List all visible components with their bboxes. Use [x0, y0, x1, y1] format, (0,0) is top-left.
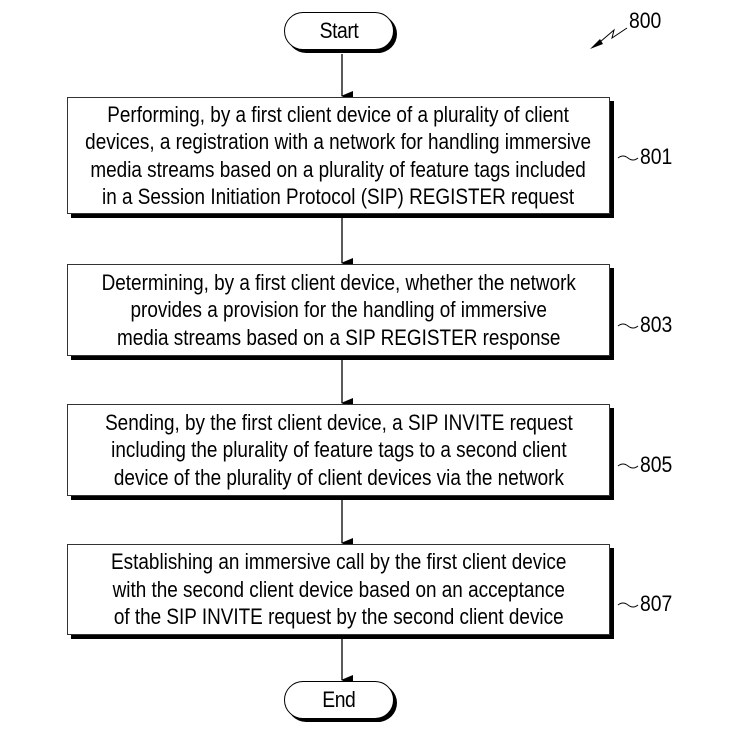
step-807-box: Establishing an immersive call by the fi…: [67, 544, 610, 635]
step-805-line-1: Sending, by the first client device, a S…: [104, 409, 573, 435]
step-805-text: Sending, by the first client device, a S…: [105, 409, 573, 492]
step-803-text: Determining, by a first client device, w…: [101, 269, 575, 352]
step-807-text: Establishing an immersive call by the fi…: [111, 548, 566, 631]
step-801-line-2: devices, a registration with a network f…: [85, 129, 592, 154]
step-803-line-2: provides a provision for the handling of…: [130, 297, 547, 323]
figure-800-arrow-icon: [590, 27, 628, 49]
start-label: Start: [319, 18, 359, 43]
step-807-reference: 807: [640, 591, 673, 616]
end-label: End: [322, 687, 356, 712]
step-803-box: Determining, by a first client device, w…: [67, 264, 610, 356]
step-801-reference: 801: [640, 144, 673, 169]
step-801-line-3: media streams based on a plurality of fe…: [90, 156, 587, 182]
step-803-reference: 803: [640, 312, 673, 337]
step-801-line-1: Performing, by a first client device of …: [107, 101, 570, 127]
leader-805: [617, 463, 639, 469]
step-807-line-3: of the SIP INVITE request by the second …: [113, 604, 564, 630]
step-805-line-3: device of the plurality of client device…: [113, 464, 564, 490]
figure-reference-number: 800: [629, 8, 662, 33]
step-807-line-1: Establishing an immersive call by the fi…: [110, 549, 567, 575]
step-805-line-2: including the plurality of feature tags …: [110, 437, 567, 463]
start-terminal: Start: [284, 12, 394, 50]
step-803-line-3: media streams based on a SIP REGISTER re…: [116, 324, 561, 350]
step-807-line-2: with the second client device based on a…: [112, 576, 565, 602]
step-805-box: Sending, by the first client device, a S…: [67, 404, 610, 496]
step-805-reference: 805: [640, 452, 673, 477]
end-terminal: End: [284, 681, 394, 719]
leader-801: [617, 155, 639, 161]
step-803-line-1: Determining, by a first client device, w…: [101, 269, 576, 295]
leader-807: [617, 602, 639, 608]
step-801-box: Performing, by a first client device of …: [67, 97, 610, 214]
leader-803: [617, 323, 639, 329]
step-801-text: Performing, by a first client device of …: [86, 101, 592, 211]
step-801-line-4: in a Session Initiation Protocol (SIP) R…: [102, 184, 575, 209]
